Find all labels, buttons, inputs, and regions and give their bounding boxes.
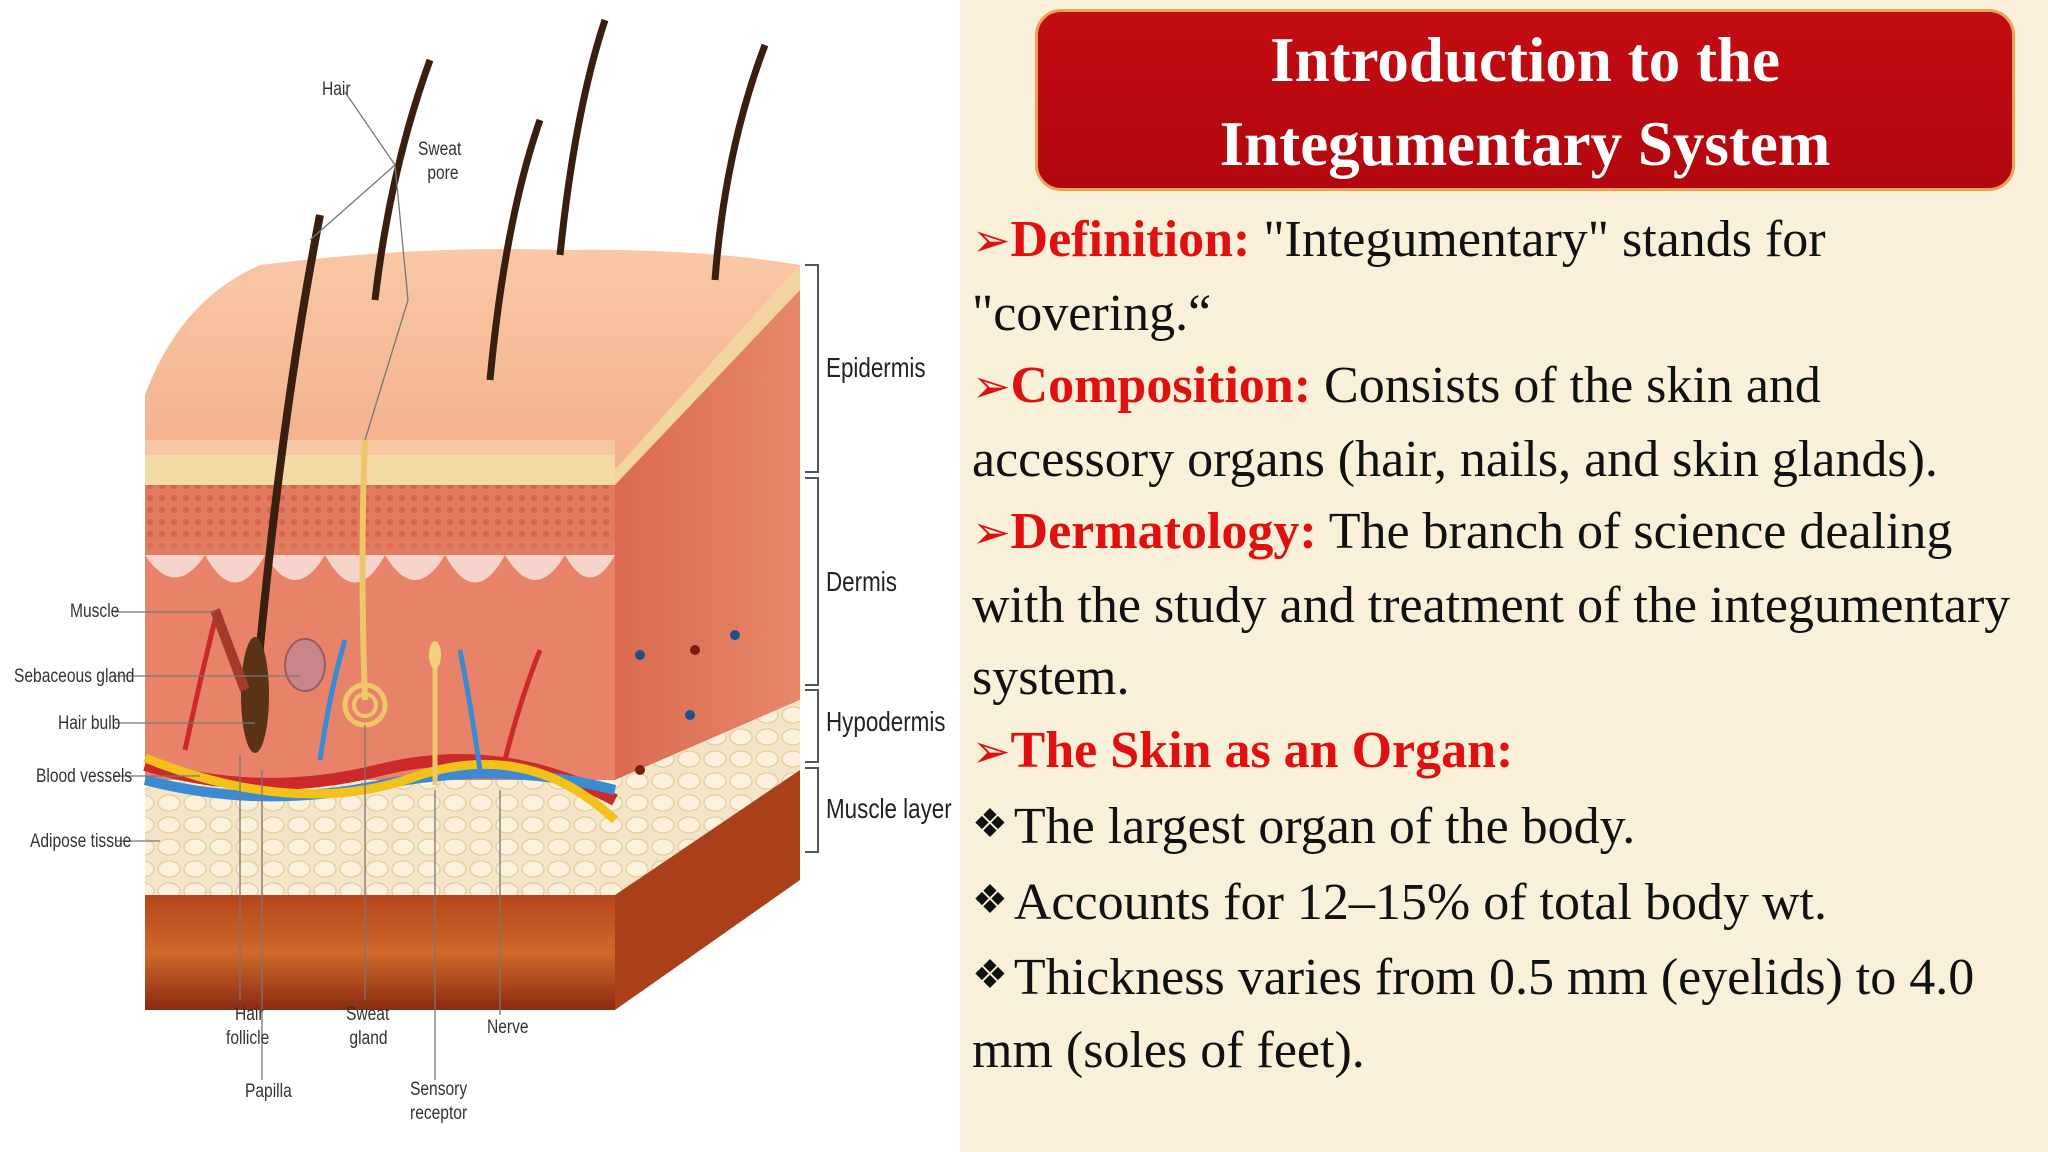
- label-blood-vessels: Blood vessels: [36, 766, 133, 787]
- label-hair-follicle-line1: Hair: [235, 1004, 264, 1025]
- layer-dermis: Dermis: [826, 566, 897, 597]
- text-panel: Introduction to the Integumentary System…: [960, 0, 2048, 1152]
- label-papilla: Papilla: [245, 1081, 292, 1102]
- label-sweat-pore-line2: pore: [427, 162, 459, 184]
- title-line-2: Integumentary System: [1219, 109, 1831, 179]
- bullet-thickness: ❖Thickness varies from 0.5 mm (eyelids) …: [972, 939, 2032, 1087]
- arrow-bullet-icon: ➢: [972, 507, 1011, 558]
- layer-hypodermis: Hypodermis: [826, 706, 946, 737]
- title-line-1: Introduction to the: [1270, 25, 1780, 95]
- title-banner: Introduction to the Integumentary System: [1035, 9, 2015, 191]
- label-sweat-gland-line1: Sweat: [346, 1004, 390, 1025]
- label-sweat-gland-line2: gland: [349, 1027, 388, 1049]
- label-hair: Hair: [322, 79, 351, 100]
- bullet-body-weight: ❖Accounts for 12–15% of total body wt.: [972, 864, 2032, 940]
- text-composition: Consists of the skin and accessory organ…: [972, 357, 1938, 488]
- label-hair-follicle: Hair follicle: [226, 1003, 269, 1051]
- term-composition: Composition:: [1010, 357, 1312, 414]
- term-definition: Definition:: [1010, 211, 1251, 268]
- text-definition: "Integumentary" stands for "covering.“: [972, 211, 1826, 342]
- bullet-text: The largest organ of the body.: [1013, 798, 1636, 855]
- section-dermatology: ➢Dermatology: The branch of science deal…: [972, 496, 2032, 715]
- label-sensory-receptor-line1: Sensory: [410, 1079, 468, 1100]
- arrow-bullet-icon: ➢: [972, 361, 1011, 412]
- label-sweat-pore: Sweat pore: [418, 138, 461, 186]
- bullet-text: Accounts for 12–15% of total body wt.: [1013, 873, 1827, 931]
- skin-diagram: Hair Sweat pore Muscle Sebaceous gland H…: [0, 0, 960, 1152]
- diamond-bullet-icon: ❖: [972, 952, 1008, 997]
- label-nerve: Nerve: [487, 1017, 529, 1038]
- term-skin-as-organ: The Skin as an Organ:: [1010, 721, 1514, 779]
- label-muscle: Muscle: [70, 601, 120, 622]
- arrow-bullet-icon: ➢: [972, 725, 1011, 777]
- layer-muscle-layer: Muscle layer: [826, 793, 952, 824]
- label-sensory-receptor-line2: receptor: [410, 1102, 468, 1124]
- term-dermatology: Dermatology:: [1010, 503, 1317, 560]
- diamond-bullet-icon: ❖: [972, 876, 1008, 922]
- skin-cross-section-illustration: [115, 18, 819, 1080]
- label-sensory-receptor: Sensory receptor: [410, 1078, 467, 1126]
- arrow-bullet-icon: ➢: [972, 215, 1011, 266]
- bullet-largest-organ: ❖The largest organ of the body.: [972, 788, 2032, 864]
- section-skin-as-organ: ➢The Skin as an Organ:: [972, 715, 2032, 789]
- label-hair-bulb: Hair bulb: [58, 713, 121, 734]
- section-definition: ➢Definition: "Integumentary" stands for …: [972, 204, 2032, 350]
- label-adipose-tissue: Adipose tissue: [30, 831, 132, 852]
- diamond-bullet-icon: ❖: [972, 801, 1008, 846]
- label-sebaceous-gland: Sebaceous gland: [14, 666, 135, 687]
- label-sweat-pore-line1: Sweat: [418, 139, 462, 160]
- bullet-text: Thickness varies from 0.5 mm (eyelids) t…: [972, 949, 1975, 1079]
- layer-epidermis: Epidermis: [826, 352, 926, 383]
- section-composition: ➢Composition: Consists of the skin and a…: [972, 350, 2032, 496]
- slide-content: ➢Definition: "Integumentary" stands for …: [972, 204, 2032, 1087]
- text-dermatology: The branch of science dealing with the s…: [972, 503, 2011, 706]
- label-hair-follicle-line2: follicle: [226, 1027, 270, 1049]
- label-sweat-gland: Sweat gland: [346, 1003, 389, 1051]
